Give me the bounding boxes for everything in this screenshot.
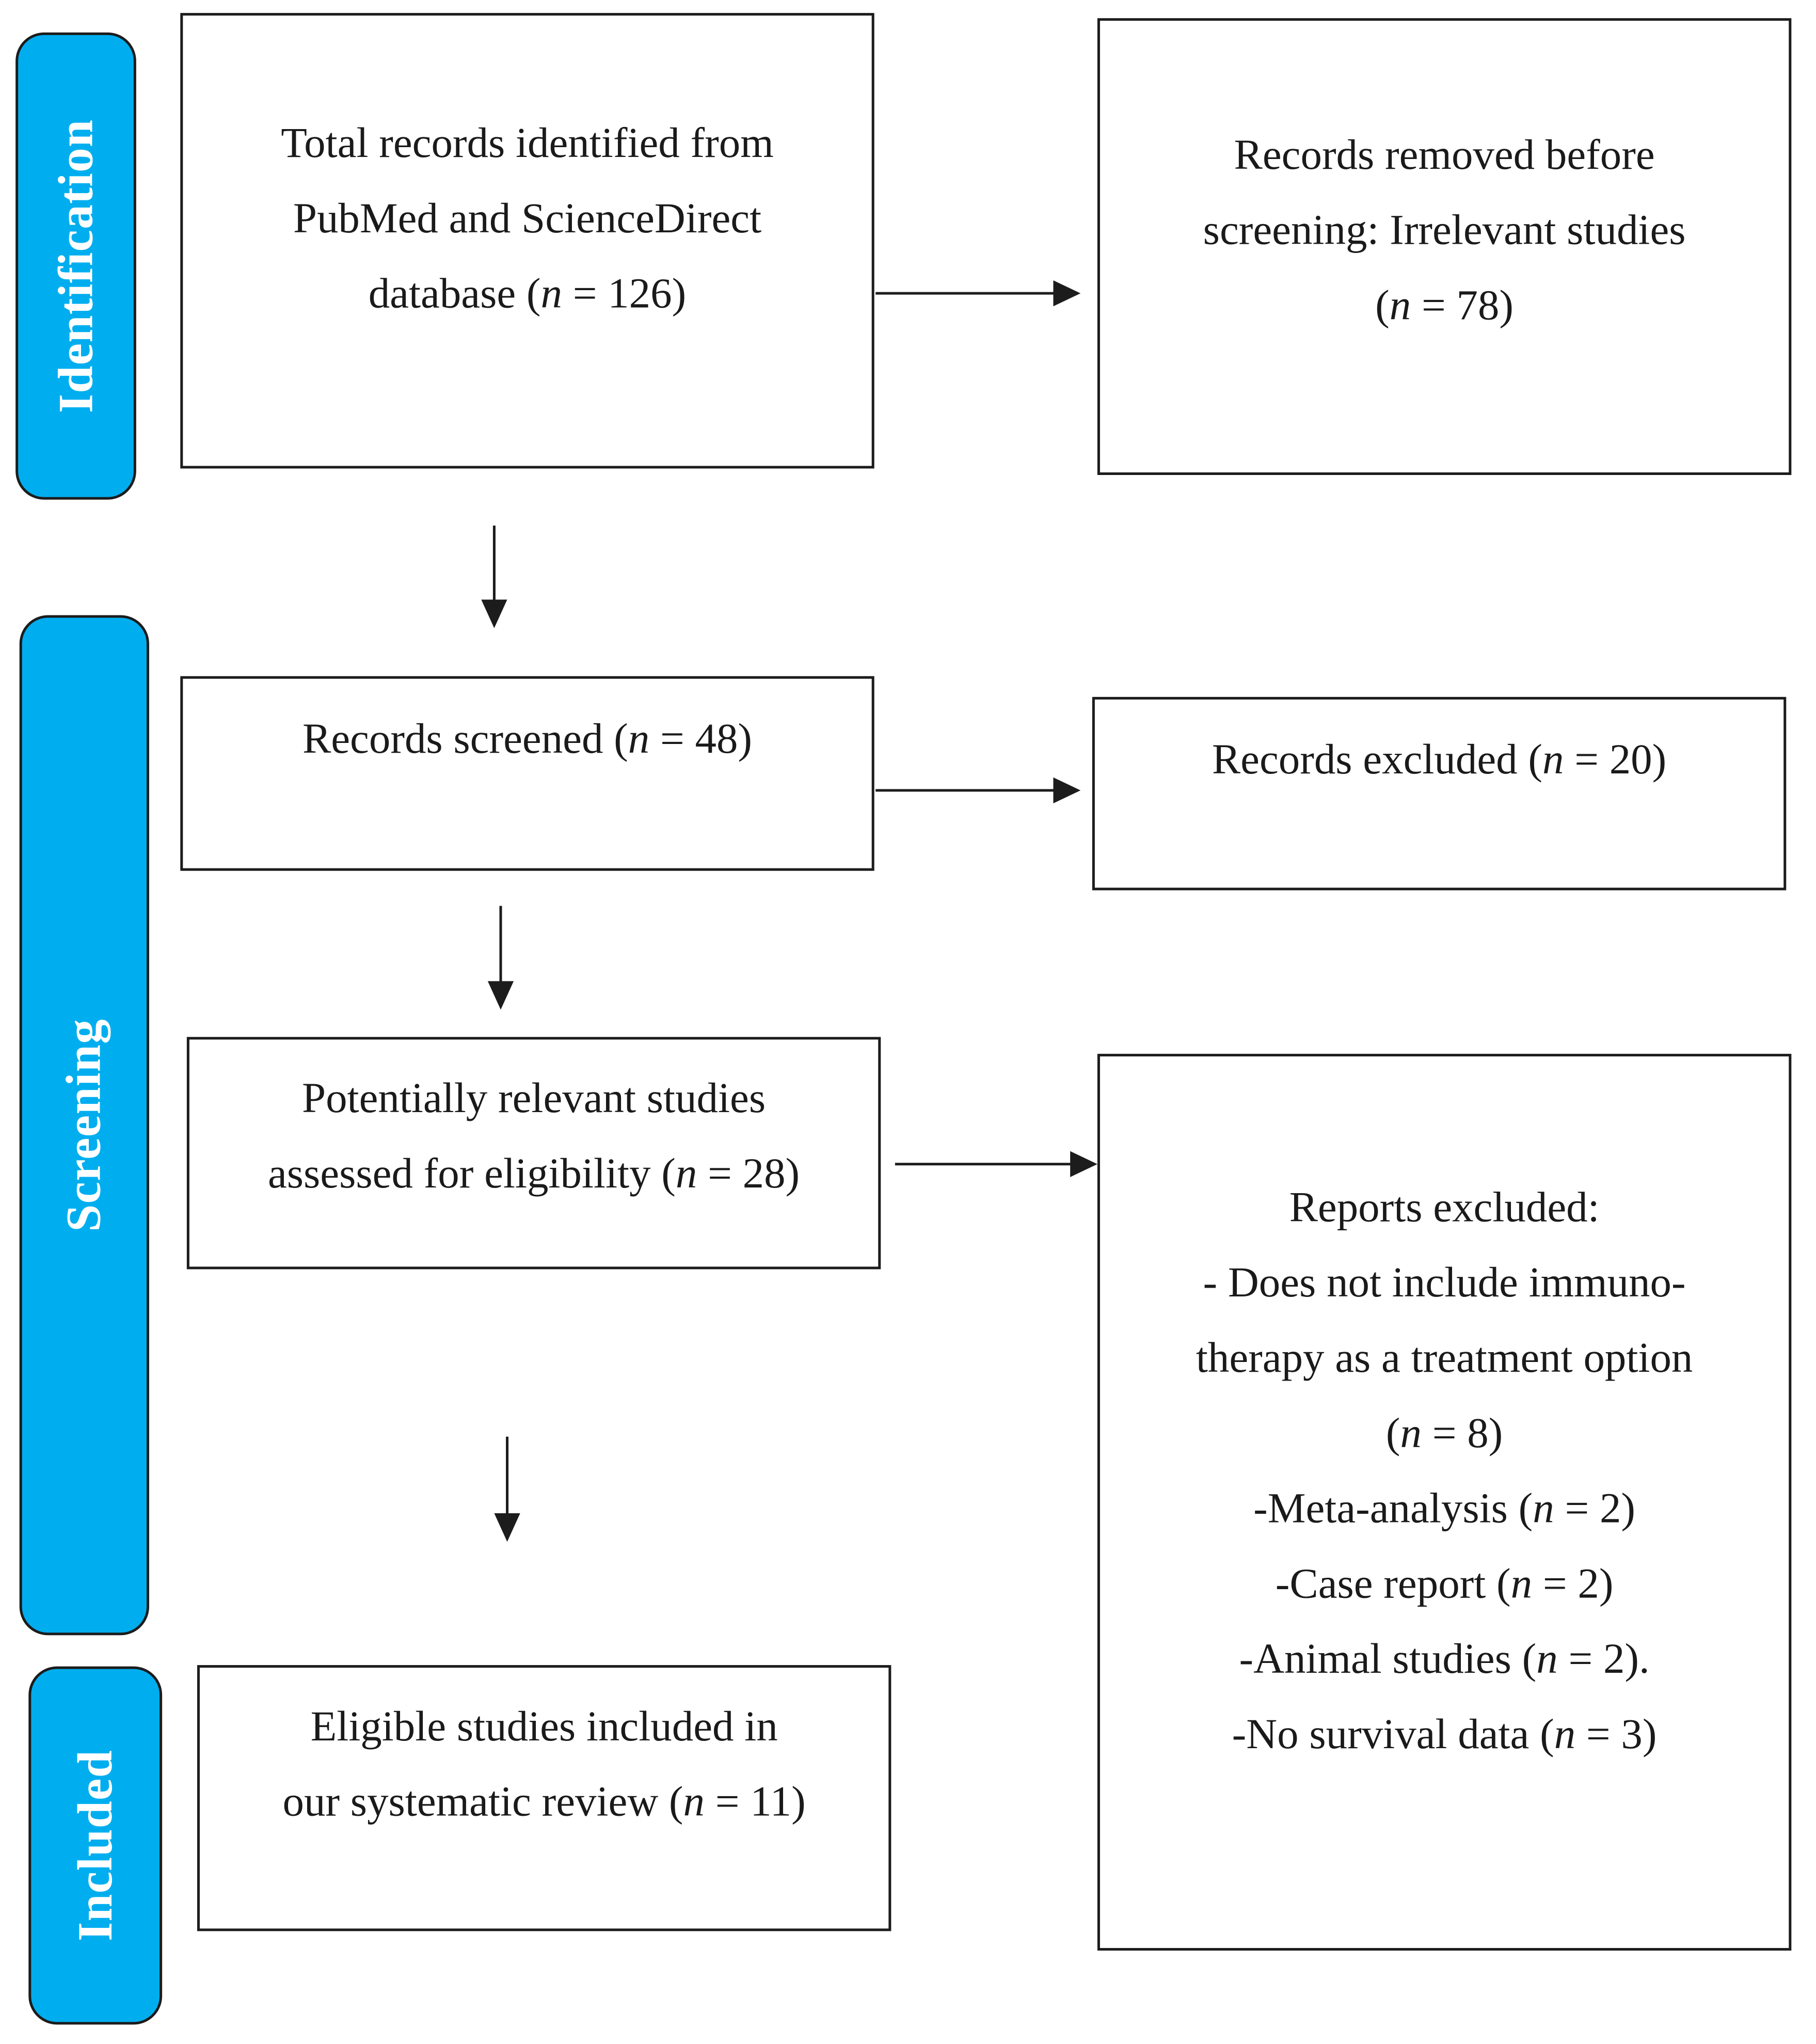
studies-included-line-2: our systematic review (n = 11) [282,1779,806,1826]
records-removed-line-1: Records removed before [1234,132,1655,179]
phase-included: Included [28,1666,163,2025]
reports-excluded-item-4: -Animal studies (n = 2). [1239,1636,1650,1684]
records-screened-line-1: Records screened (n = 48) [302,716,753,764]
arrow-assessed-to-included [494,1436,520,1542]
reports-excluded-item-1-line-3: (n = 8) [1385,1411,1503,1457]
reports-excluded-item-1-line-1: - Does not include immuno- [1203,1260,1686,1307]
reports-excluded-item-2: -Meta-analysis (n = 2) [1253,1486,1636,1533]
arrow-assessed-to-reports-excluded [895,1151,1097,1177]
phase-screening: Screening [19,615,149,1636]
records-identified-line-1: Total records identified from [281,120,774,168]
phase-identification: Identification [15,32,136,500]
records-removed-line-2: screening: Irrelevant studies [1203,208,1686,255]
reports-excluded-item-1-line-2: therapy as a treatment option [1196,1335,1693,1383]
records-identified-line-3: database (n = 126) [368,271,687,318]
records-identified-line-2: PubMed and ScienceDirect [293,196,762,243]
records-excluded-box: Records excluded (n = 20) [1092,696,1787,891]
records-removed-box: Records removed before screening: Irrele… [1097,18,1792,476]
arrow-screened-to-excluded [875,777,1081,803]
studies-included-box: Eligible studies included in our systema… [197,1665,891,1931]
reports-excluded-item-5: -No survival data (n = 3) [1232,1712,1657,1759]
reports-excluded-item-3: -Case report (n = 2) [1275,1561,1614,1608]
records-screened-box: Records screened (n = 48) [180,676,874,871]
reports-excluded-box: Reports excluded: - Does not include imm… [1097,1054,1792,1951]
assessed-eligibility-box: Potentially relevant studies assessed fo… [186,1037,881,1270]
reports-excluded-title: Reports excluded: [1289,1185,1600,1232]
records-removed-line-3: (n = 78) [1375,282,1514,330]
studies-included-line-1: Eligible studies included in [310,1704,778,1751]
arrow-identified-to-screened [481,526,507,628]
records-excluded-line-1: Records excluded (n = 20) [1212,737,1667,784]
arrow-identified-to-removed [875,280,1081,307]
records-identified-box: Total records identified from PubMed and… [180,13,874,469]
arrow-screened-to-assessed [487,906,514,1010]
assessed-eligibility-line-2: assessed for eligibility (n = 28) [267,1151,800,1198]
assessed-eligibility-line-1: Potentially relevant studies [301,1075,766,1123]
